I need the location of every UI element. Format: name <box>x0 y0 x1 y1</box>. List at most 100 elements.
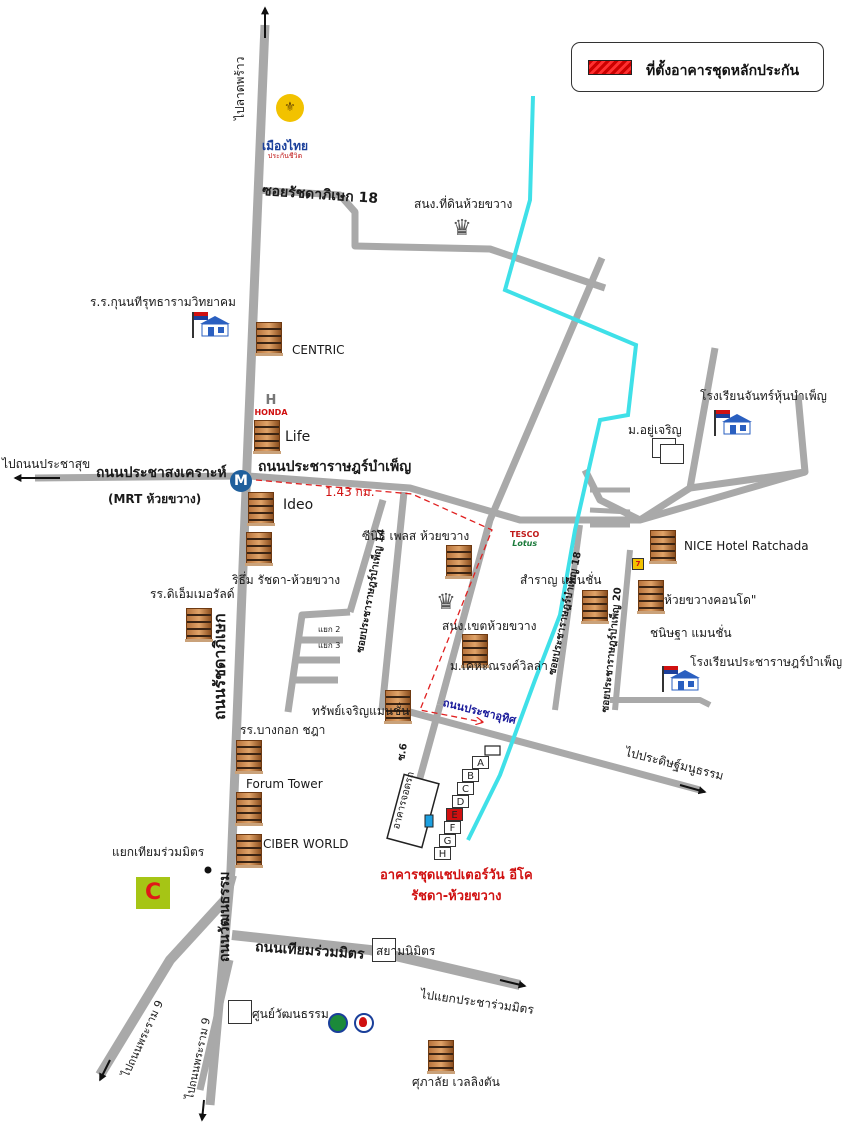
seven-eleven-icon: 7 <box>632 558 644 570</box>
condo-name: อาคารชุดแชปเตอร์วัน อีโค รัชดา-ห้วยขวาง <box>380 866 533 908</box>
building-icon-rhythm <box>245 532 273 566</box>
building-icon-nice <box>649 530 677 564</box>
condo-unit-h: H <box>434 847 451 860</box>
building-icon-dmr <box>185 608 213 642</box>
label-rhythm: ริธึ่ม รัชดา-ห้วยขวาง <box>232 573 341 587</box>
legend-box: ที่ตั้งอาคารชุดหลักประกัน <box>571 42 824 92</box>
tesco-text: TESCO <box>510 530 540 539</box>
label-ciber: CIBER WORLD <box>263 837 349 851</box>
road-soi-18 <box>552 524 583 711</box>
label-sap: ทรัพย์เจริญแมนชั่น <box>312 704 410 718</box>
building-icon-hk-condo <box>637 580 665 614</box>
road-soi-20 <box>612 549 633 711</box>
condo-unit-c: C <box>457 782 474 795</box>
road-label-pracharat: ถนนประชาราษฎร์บำเพ็ญ <box>258 459 412 475</box>
label-yu-charoen: ม.อยู่เจริญ <box>628 423 682 437</box>
school-icon-kunnathi <box>192 312 230 338</box>
fuel-station-icon-2 <box>354 1013 374 1033</box>
direction-lat-phrao: ไปลาดพร้าว <box>233 56 247 120</box>
yu-charoen-box2 <box>660 444 684 464</box>
mrt-label: (MRT ห้วยขวาง) <box>108 492 202 506</box>
label-school-pracharat: โรงเรียนประชาราษฎร์บำเพ็ญ <box>690 655 843 669</box>
garuda-icon: ♛ <box>452 216 472 241</box>
label-zenith: ซีนิธ เพลส ห้วยขวาง <box>362 529 470 543</box>
school-icon-chan <box>714 410 752 436</box>
building-icon-ideo <box>247 492 275 526</box>
honda-logo: H HONDA <box>251 394 291 420</box>
road-label-pracha-songkhro: ถนนประชาสงเคราะห์ <box>96 465 227 481</box>
legend-label: ที่ตั้งอาคารชุดหลักประกัน <box>646 63 800 79</box>
road-right-branch2 <box>689 394 809 492</box>
road-rama9 <box>196 959 234 1091</box>
canal-line <box>466 95 639 841</box>
label-school-chan: โรงเรียนจันทร์หุ้นบำเพ็ญ <box>700 389 827 403</box>
krungsri-icon: ⚜ <box>276 94 304 122</box>
mrt-icon: M <box>230 470 252 492</box>
muangthai-logo: เมืองไทย ประกันชีวิต <box>262 139 309 161</box>
building-icon-bkk <box>235 740 263 774</box>
label-samran: สำราญ แมนชั่น <box>520 573 602 587</box>
fuel-station-icon-1 <box>328 1013 348 1033</box>
label-siam-nimit: สยามนิมิตร <box>376 944 436 958</box>
road-right-soi <box>610 697 712 708</box>
road-soi-a <box>346 499 387 613</box>
building-icon-zenith <box>445 545 473 579</box>
building-icon-sap <box>384 690 412 724</box>
label-keha: ม.เคหะณรงค์วิลล่า <box>450 659 548 673</box>
route-dashed <box>255 479 493 722</box>
road-thiam <box>231 930 522 990</box>
garuda-icon-district: ♛ <box>436 590 456 615</box>
siam-nimit-box <box>372 938 396 962</box>
building-icon-supalai <box>427 1040 455 1074</box>
muangthai-text: เมืองไทย <box>262 139 309 153</box>
label-supalai: ศุภาลัย เวลลิงตัน <box>412 1075 500 1089</box>
label-yaek-thiam: แยกเทียมร่วมมิตร <box>112 845 205 859</box>
label-district: สนง.เขตห้วยขวาง <box>442 619 537 633</box>
label-bkk-chada: รร.บางกอก ชฎา <box>240 723 326 737</box>
label-dmr: รร.ดิเอ็มเมอรัลด์ <box>150 587 235 601</box>
bigc-text: C <box>145 880 162 905</box>
legend-swatch <box>588 60 632 75</box>
road-soi-6 <box>414 704 444 786</box>
road-wattanatham <box>95 873 237 1078</box>
road-label-yaek2: แยก 2 <box>318 625 341 634</box>
school-icon-pracharat <box>662 666 700 692</box>
condo-top-box <box>484 745 501 756</box>
label-hk-condo: ห้วยขวางคอนโด" <box>664 593 757 607</box>
junction-dot <box>204 866 212 874</box>
label-life: Life <box>285 429 311 445</box>
label-nice: NICE Hotel Ratchada <box>684 539 809 553</box>
condo-unit-d: D <box>452 795 469 808</box>
distance-label: 1.43 กม. <box>325 485 375 499</box>
road-pracharat <box>247 468 806 524</box>
lotus-text: Lotus <box>512 539 538 548</box>
culture-center-box <box>228 1000 252 1024</box>
muangthai-sub: ประกันชีวิต <box>267 152 303 161</box>
condo-unit-b: B <box>462 769 479 782</box>
label-culture-center: ศูนย์วัฒนธรรม <box>252 1007 329 1021</box>
condo-unit-e-highlight: E <box>446 808 463 821</box>
road-soi-b <box>284 608 351 713</box>
honda-text: HONDA <box>254 408 288 417</box>
road-diagonal <box>436 256 606 706</box>
honda-h-icon: H <box>265 393 277 408</box>
condo-unit-a: A <box>472 756 489 769</box>
road-soi-mid2 <box>589 487 631 528</box>
direction-pracha-suk: ไปถนนประชาสุข <box>2 457 91 471</box>
condo-unit-g: G <box>439 834 456 847</box>
building-icon-ciber <box>235 834 263 868</box>
label-chanitha: ชนิษฐา แมนชั่น <box>650 626 732 640</box>
road-label-wattanatham: ถนนวัฒนธรรม <box>217 871 233 962</box>
building-icon-centric <box>255 322 283 356</box>
building-icon-life <box>253 420 281 454</box>
road-pracha-uthit <box>409 708 701 794</box>
road-soi18 <box>255 186 607 292</box>
condo-unit-f: F <box>444 821 461 834</box>
label-school-kunnathi: ร.ร.กุนนทีรุทธารามวิทยาคม <box>90 295 236 309</box>
road-label-yaek3: แยก 3 <box>318 641 341 650</box>
road-soi-14 <box>378 491 408 711</box>
label-centric: CENTRIC <box>292 343 345 357</box>
building-icon-keha <box>461 634 489 668</box>
road-label-ratchada: ถนนรัชดาภิเษก <box>210 613 229 720</box>
